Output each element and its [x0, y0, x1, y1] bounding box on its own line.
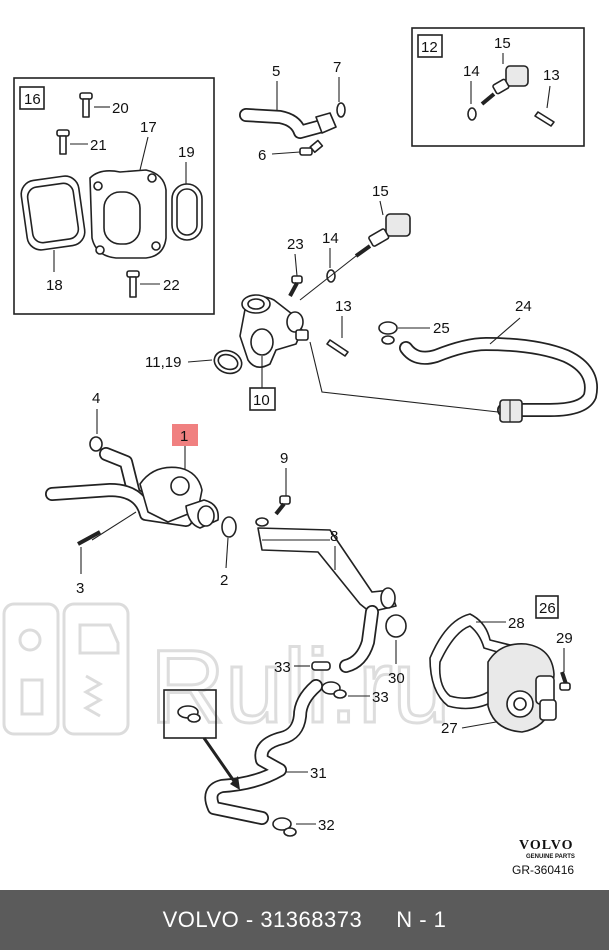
callout-7: 7	[333, 59, 341, 76]
callout-1-highlight	[172, 424, 198, 446]
callout-5: 5	[272, 63, 280, 80]
coolant-pipe-8-group: 9 8 30	[255, 450, 407, 687]
temperature-sensor-15	[354, 213, 411, 258]
callout-1: 1	[180, 428, 188, 445]
clip-13	[326, 339, 349, 357]
callout-18: 18	[46, 277, 63, 294]
callout-23: 23	[287, 236, 304, 253]
callout-4: 4	[92, 390, 100, 407]
flange-plate-17	[89, 169, 167, 259]
callout-28: 28	[508, 615, 525, 632]
callout-6: 6	[258, 147, 266, 164]
coolant-housing-1	[139, 466, 220, 529]
callout-32: 32	[318, 817, 335, 834]
callout-2: 2	[220, 572, 228, 589]
clamp-detail-inset	[177, 705, 201, 723]
parts-diagram: Ruli.ru 16 20 21 17 19 18	[2, 27, 598, 877]
callout-24: 24	[515, 298, 532, 315]
callout-30: 30	[388, 670, 405, 687]
hose-clamp-33-lower	[321, 681, 347, 699]
callout-17: 17	[140, 119, 157, 136]
bolt-29	[559, 671, 571, 691]
callout-15: 15	[372, 183, 389, 200]
callout-8: 8	[330, 528, 338, 545]
quick-connector-24	[499, 399, 523, 423]
o-ring-4	[89, 436, 103, 452]
gasket-kit-group: 16 20 21 17 19 18	[13, 77, 215, 315]
volvo-logo: VOLVO GENUINE PARTS	[519, 838, 575, 860]
callout-9: 9	[280, 450, 288, 467]
hose-31-group: 33 33 31 32	[163, 659, 389, 837]
callout-33-upper: 33	[274, 659, 291, 676]
o-ring-2	[221, 516, 237, 538]
callout-14-top: 14	[463, 63, 480, 80]
o-ring-7	[336, 102, 346, 118]
hose-24-group: 24 25	[378, 298, 598, 423]
thermostat-housing-group: 13 11,19 10	[145, 294, 499, 413]
temperature-sensor-15-top	[480, 65, 529, 106]
pipe-5-group: 5 7 6	[239, 59, 346, 164]
callout-19: 19	[178, 144, 195, 161]
clip-13-top	[534, 111, 555, 127]
drawing-reference: GR-360416	[512, 863, 574, 877]
callout-25: 25	[433, 320, 450, 337]
water-pump-group: 26 28 27 29	[429, 595, 573, 737]
o-ring-30	[385, 614, 407, 638]
callout-3: 3	[76, 580, 84, 597]
callout-21: 21	[90, 137, 107, 154]
hose-clamp-25	[378, 321, 398, 345]
callout-11-19: 11,19	[145, 354, 181, 371]
logo-subtext: GENUINE PARTS	[526, 854, 575, 860]
sensor-group: 15 14 23	[287, 183, 411, 301]
callout-10: 10	[253, 392, 270, 409]
thermostat-housing-10	[239, 294, 309, 368]
bolt-9	[274, 495, 291, 516]
callout-22: 22	[163, 277, 180, 294]
bolt-23	[288, 275, 303, 297]
callout-31: 31	[310, 765, 327, 782]
callout-15-top: 15	[494, 35, 511, 52]
watermark: Ruli.ru	[2, 602, 452, 747]
callout-13-top: 13	[543, 67, 560, 84]
coolant-housing-group: 1 4 3 2	[45, 390, 237, 597]
position-label: N - 1	[396, 907, 447, 932]
callout-29: 29	[556, 630, 573, 647]
bolt-6	[299, 139, 324, 156]
bolt-20	[79, 92, 93, 118]
water-pump-27	[487, 643, 557, 733]
hose-clamp-32	[272, 817, 297, 837]
o-ring-14-top	[467, 107, 477, 121]
callout-26: 26	[539, 600, 556, 617]
callout-33-lower: 33	[372, 689, 389, 706]
callout-14: 14	[322, 230, 339, 247]
callout-27: 27	[441, 720, 458, 737]
callout-16: 16	[24, 91, 41, 108]
sensor-kit-group: 12 15 14 13	[411, 27, 585, 147]
part-label: VOLVO - 31368373	[162, 907, 363, 932]
bolt-22	[126, 270, 140, 298]
logo-text: VOLVO	[519, 838, 574, 853]
callout-13: 13	[335, 298, 352, 315]
callout-20: 20	[112, 100, 129, 117]
hose-clamp-33-upper	[311, 661, 331, 671]
bolt-21	[56, 129, 70, 155]
part-number-footer: VOLVO - 31368373 N - 1	[0, 890, 609, 950]
callout-12: 12	[421, 39, 438, 56]
